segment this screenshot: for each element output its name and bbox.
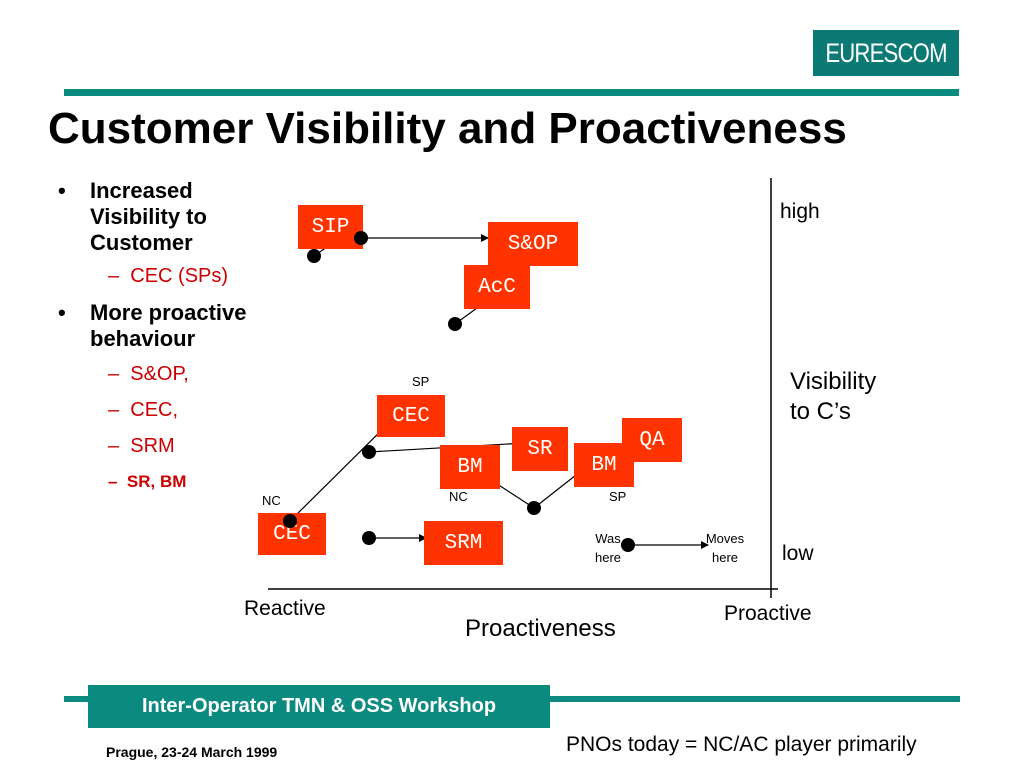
label-sp-top: SP [412, 374, 430, 389]
footer-note: PNOs today = NC/AC player primarily [566, 733, 917, 756]
box-cec-top: CEC [377, 395, 445, 437]
sub-item: S&OP, [130, 363, 189, 385]
label-line: Was [595, 531, 621, 546]
dot-cec-top [362, 445, 376, 459]
bullet-text: Increased [90, 178, 193, 203]
sub-item-bold: SR, BM [126, 472, 187, 491]
sub-item: SRM [130, 435, 175, 457]
box-bm-left: BM [440, 445, 500, 489]
label-was-here: Was here [592, 529, 624, 567]
footer-bar-left [64, 696, 88, 702]
box-bm-right: BM [574, 443, 634, 487]
eurescom-logo: EURESCOM [813, 30, 959, 76]
bullet-text: behaviour [90, 326, 196, 351]
label-nc-mid: NC [449, 489, 468, 504]
x-axis-title: Proactiveness [465, 615, 616, 642]
label-line: Moves [705, 531, 745, 546]
dot-srm [362, 531, 376, 545]
dash: – [108, 363, 131, 385]
y-axis-title-line: Visibility [790, 368, 877, 395]
label-line: here [594, 550, 622, 565]
bullet-text: More proactive [90, 300, 247, 325]
footer-location: Prague, 23-24 March 1999 [106, 744, 278, 760]
box-acc: AcC [464, 265, 530, 309]
axis-proactive-label: Proactive [724, 602, 812, 625]
dot-was-here [621, 538, 635, 552]
dash: – [108, 399, 131, 421]
dash: – [108, 435, 131, 457]
dot-sip-start [307, 249, 321, 263]
dot-nc-sp [527, 501, 541, 515]
bullet-list: • Increased Visibility to Customer – CEC… [58, 178, 318, 494]
box-sr: SR [512, 427, 568, 471]
label-line: here [711, 550, 739, 565]
page-title: Customer Visibility and Proactiveness [48, 104, 847, 153]
y-axis-title-line: to C’s [790, 398, 851, 425]
axis-low-label: low [782, 542, 814, 565]
box-sop: S&OP [488, 222, 578, 266]
label-moves-here: Moves here [698, 529, 752, 567]
box-srm: SRM [424, 521, 503, 565]
dot-cec-bottom [283, 514, 297, 528]
box-sip: SIP [298, 205, 363, 249]
logo-text: EURESCOM [825, 37, 947, 68]
label-sp-mid: SP [609, 489, 627, 504]
dot-acc [448, 317, 462, 331]
bullet-text: Visibility to [90, 204, 207, 229]
bullet-item-proactive: • More proactive behaviour – S&OP, – CEC… [58, 300, 318, 494]
bullet-text: Customer [90, 230, 193, 255]
footer-bar-right [550, 696, 960, 702]
axis-high-label: high [780, 200, 820, 223]
label-nc-left: NC [262, 493, 281, 508]
footer-workshop: Inter-Operator TMN & OSS Workshop [88, 685, 550, 731]
dash: – [108, 472, 127, 491]
arrow-cec-up [289, 418, 394, 522]
sub-item: CEC, [130, 399, 179, 421]
dash: – [108, 265, 131, 287]
box-cec-bottom: CEC [258, 513, 326, 555]
axis-reactive-label: Reactive [244, 597, 326, 620]
y-axis-title: Visibility to C’s [790, 367, 876, 427]
sub-item: CEC (SPs) [130, 265, 229, 287]
bullet-dot: • [58, 178, 66, 203]
dot-sip-end [354, 231, 368, 245]
bullet-item-visibility: • Increased Visibility to Customer – CEC… [58, 178, 318, 288]
bullet-dot: • [58, 300, 66, 325]
header-divider [64, 89, 959, 96]
